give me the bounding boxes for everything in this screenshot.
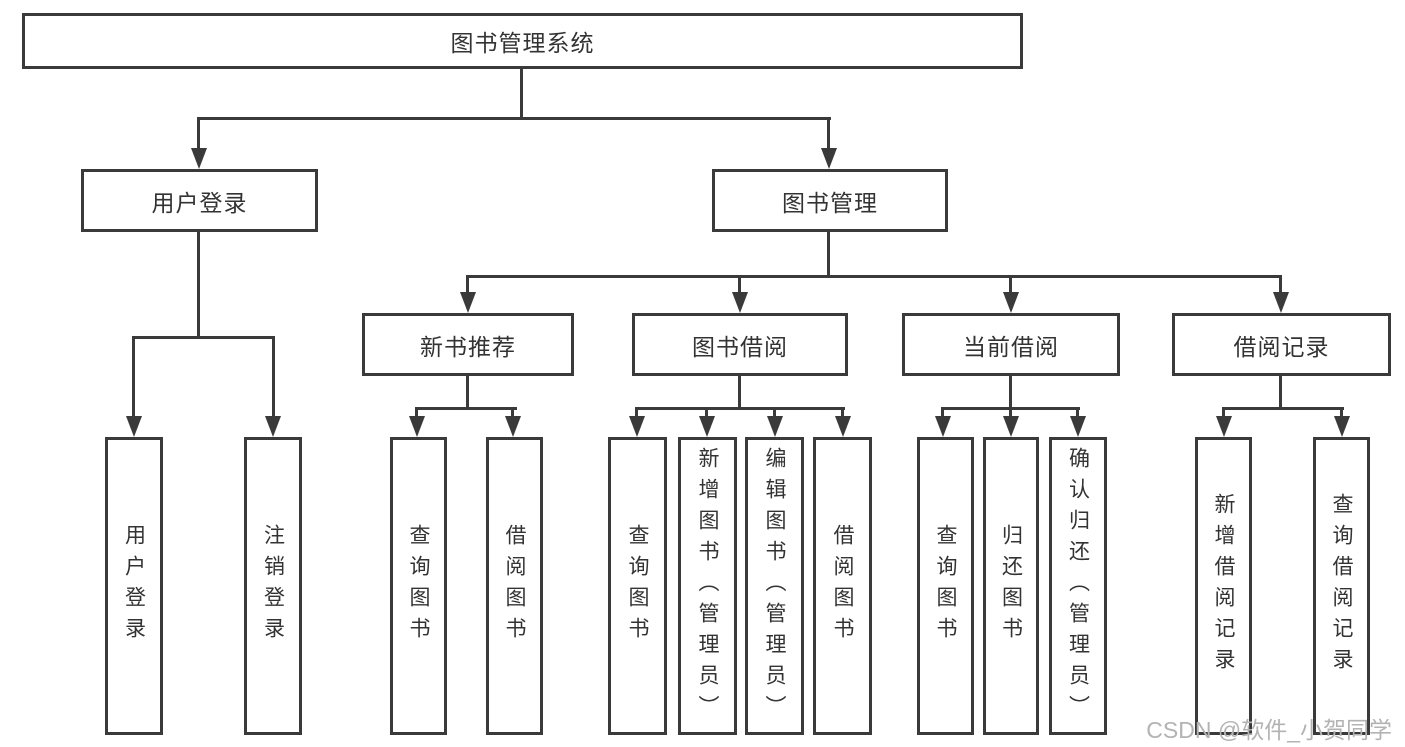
node-query-books-current-label: 查询图书 <box>934 524 957 648</box>
node-logout-action: 注销登录 <box>244 437 302 735</box>
connector-to-edit-books-admin <box>773 407 776 420</box>
node-book-management: 图书管理 <box>712 169 948 232</box>
connector-borrowing-stem <box>738 376 741 410</box>
node-user-login-action: 用户登录 <box>105 437 163 735</box>
node-add-borrow-record: 新增借阅记录 <box>1195 437 1252 735</box>
node-user-login-action-label: 用户登录 <box>122 524 146 648</box>
node-borrow-records-label: 借阅记录 <box>1233 333 1330 360</box>
connector-root-stem <box>520 66 523 117</box>
connector-to-new-book-recommend <box>466 275 469 294</box>
connector-to-book-borrowing <box>738 275 741 294</box>
connector-to-current-borrow <box>1009 275 1012 294</box>
arrowhead-query-borrow-record <box>1334 416 1350 437</box>
node-return-books-label: 归还图书 <box>999 524 1023 648</box>
connector-to-logout-action <box>272 336 275 419</box>
node-book-management-label: 图书管理 <box>782 189 878 216</box>
arrowhead-query-books-recommend <box>409 416 425 437</box>
connector-recommend-stem <box>466 376 469 410</box>
arrowhead-edit-books-admin <box>767 416 783 437</box>
node-borrow-books-action-label: 借阅图书 <box>831 524 854 648</box>
connector-to-confirm-return-admin <box>1076 407 1079 420</box>
connector-to-query-books-current <box>941 407 944 420</box>
connector-user-login-stem <box>197 232 200 339</box>
node-query-books-current: 查询图书 <box>917 437 974 735</box>
arrowhead-current-borrow <box>1003 292 1019 313</box>
connector-to-borrow-books-action <box>841 407 844 420</box>
node-book-borrowing: 图书借阅 <box>632 313 848 376</box>
node-query-borrow-record-label: 查询借阅记录 <box>1330 493 1353 679</box>
arrowhead-new-book-recommend <box>460 292 476 313</box>
node-query-books-borrow: 查询图书 <box>608 437 667 735</box>
node-confirm-return-admin-label: 确认归还（管理员） <box>1066 446 1090 726</box>
arrowhead-user-login-action <box>126 416 142 437</box>
arrowhead-query-books-borrow <box>629 416 645 437</box>
connector-to-borrow-records <box>1279 275 1282 294</box>
arrowhead-borrow-records <box>1273 292 1289 313</box>
connector-to-return-books <box>1009 407 1012 420</box>
connector-level3-rail <box>466 275 1282 278</box>
node-return-books: 归还图书 <box>983 437 1039 735</box>
csdn-watermark: CSDN @软件_小贺同学 <box>1146 717 1392 743</box>
node-borrow-books-recommend-label: 借阅图书 <box>503 524 526 648</box>
node-query-books-recommend-label: 查询图书 <box>407 524 430 648</box>
connector-borrowing-rail <box>635 407 845 410</box>
connector-to-query-borrow-record <box>1340 407 1343 420</box>
node-current-borrow-label: 当前借阅 <box>963 333 1059 360</box>
connector-book-management-stem <box>827 232 830 278</box>
node-root: 图书管理系统 <box>22 13 1023 69</box>
arrowhead-return-books <box>1003 416 1019 437</box>
connector-current-stem <box>1009 376 1012 410</box>
connector-to-user-login <box>197 117 200 149</box>
node-confirm-return-admin: 确认归还（管理员） <box>1049 437 1107 735</box>
node-logout-action-label: 注销登录 <box>261 524 285 648</box>
node-query-books-recommend: 查询图书 <box>390 437 447 735</box>
arrowhead-logout-action <box>265 416 281 437</box>
node-borrow-books-action: 借阅图书 <box>813 437 872 735</box>
connector-to-book-management <box>827 117 830 149</box>
arrowhead-borrow-books-recommend <box>505 416 521 437</box>
connector-records-rail <box>1222 407 1344 410</box>
arrowhead-book-management <box>821 148 837 169</box>
connector-to-add-books-admin <box>705 407 708 420</box>
connector-user-login-rail <box>132 336 275 339</box>
node-user-login-label: 用户登录 <box>151 189 248 216</box>
node-edit-books-admin-label: 编辑图书（管理员） <box>763 446 786 726</box>
node-query-books-borrow-label: 查询图书 <box>626 524 649 648</box>
node-borrow-books-recommend: 借阅图书 <box>486 437 543 735</box>
connector-to-borrow-books-recommend <box>511 407 514 420</box>
connector-records-stem <box>1279 376 1282 410</box>
arrowhead-borrow-books-action <box>835 416 851 437</box>
node-user-login: 用户登录 <box>81 169 318 232</box>
arrowhead-user-login <box>191 148 207 169</box>
node-new-book-recommend-label: 新书推荐 <box>420 333 516 360</box>
node-query-borrow-record: 查询借阅记录 <box>1313 437 1370 735</box>
node-add-books-admin-label: 新增图书（管理员） <box>696 446 719 726</box>
arrowhead-query-books-current <box>935 416 951 437</box>
node-new-book-recommend: 新书推荐 <box>362 313 574 376</box>
connector-to-user-login-action <box>132 336 135 419</box>
arrowhead-add-borrow-record <box>1216 416 1232 437</box>
node-book-borrowing-label: 图书借阅 <box>692 333 788 360</box>
node-add-borrow-record-label: 新增借阅记录 <box>1212 493 1235 679</box>
node-borrow-records: 借阅记录 <box>1172 313 1391 376</box>
arrowhead-confirm-return-admin <box>1070 416 1086 437</box>
connector-to-query-books-borrow <box>635 407 638 420</box>
node-root-label: 图书管理系统 <box>450 30 595 56</box>
arrowhead-book-borrowing <box>732 292 748 313</box>
connector-to-add-borrow-record <box>1222 407 1225 420</box>
node-edit-books-admin: 编辑图书（管理员） <box>745 437 804 735</box>
node-add-books-admin: 新增图书（管理员） <box>678 437 737 735</box>
connector-to-query-books-recommend <box>415 407 418 420</box>
connector-recommend-rail <box>415 407 517 410</box>
connector-level2-rail <box>197 117 831 120</box>
node-current-borrow: 当前借阅 <box>902 313 1120 376</box>
arrowhead-add-books-admin <box>699 416 715 437</box>
